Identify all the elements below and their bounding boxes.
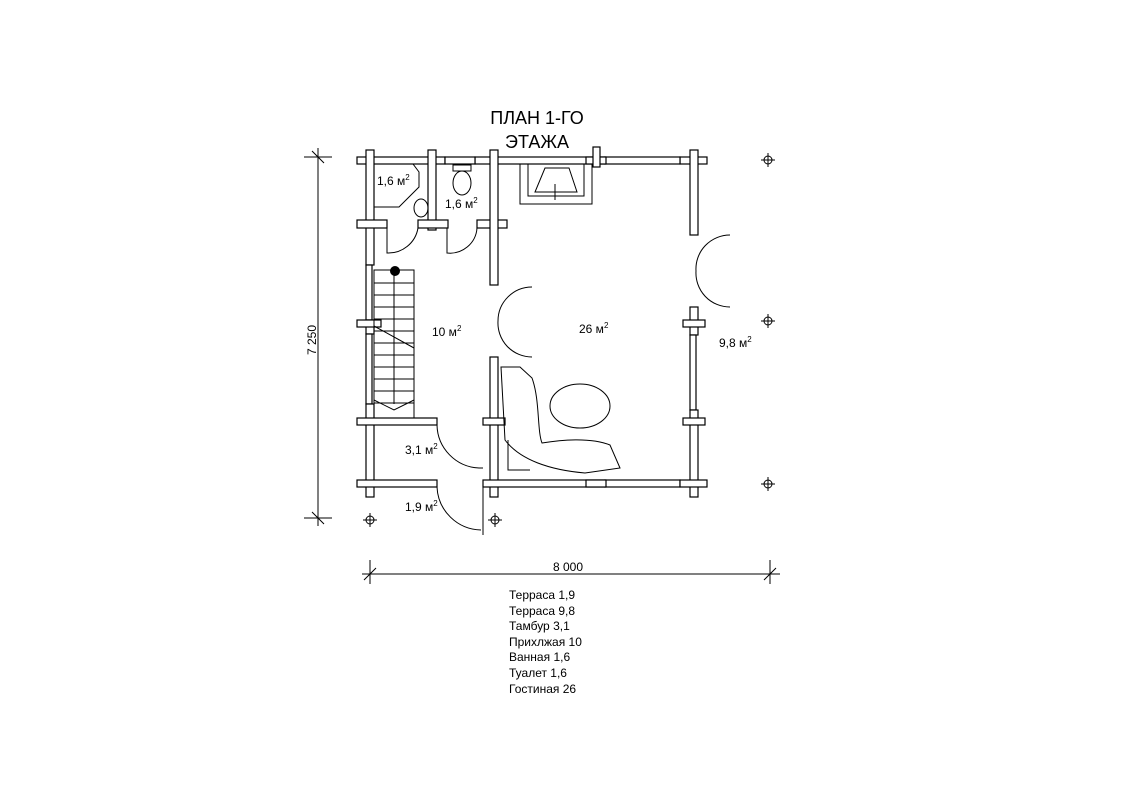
axis-markers bbox=[363, 153, 775, 527]
legend-item: Ванная 1,6 bbox=[509, 650, 571, 665]
fixtures bbox=[373, 163, 621, 474]
legend-item: Тамбур 3,1 bbox=[509, 619, 570, 634]
room-legend: Терраса 1,9 Терраса 9,8 Тамбур 3,1 Прихл… bbox=[509, 588, 582, 697]
room-area-bathroom: 1,6 м2 bbox=[377, 173, 410, 188]
fireplace bbox=[519, 163, 593, 205]
width-dimension-label: 8 000 bbox=[553, 560, 583, 574]
room-area-living-room: 26 м2 bbox=[579, 321, 609, 336]
window bbox=[365, 264, 373, 321]
dimension-height: 7 250 bbox=[304, 148, 332, 526]
toilet bbox=[452, 170, 472, 196]
legend-item: Терраса 1,9 bbox=[509, 588, 576, 602]
window bbox=[689, 334, 697, 411]
room-area-toilet: 1,6 м2 bbox=[445, 196, 478, 211]
room-area-hall: 10 м2 bbox=[432, 324, 462, 339]
plan-title-line1: ПЛАН 1-ГО bbox=[490, 108, 584, 128]
legend-item: Гостиная 26 bbox=[509, 681, 577, 696]
sofa bbox=[500, 366, 621, 474]
window bbox=[365, 333, 373, 405]
legend-item: Туалет 1,6 bbox=[509, 665, 567, 680]
window bbox=[604, 479, 681, 488]
legend-item: Терраса 9,8 bbox=[509, 603, 576, 618]
staircase bbox=[373, 266, 415, 419]
legend-item: Прихлжая 10 bbox=[509, 634, 582, 649]
sink bbox=[413, 198, 429, 218]
shower-tray bbox=[373, 163, 420, 208]
plan-title-line2: ЭТАЖА bbox=[505, 132, 569, 152]
dimension-width: 8 000 bbox=[362, 560, 780, 584]
window bbox=[444, 156, 476, 165]
room-area-vestibule: 3,1 м2 bbox=[405, 442, 438, 457]
window bbox=[604, 156, 681, 165]
stair-start-dot bbox=[390, 266, 400, 276]
room-area-terrace-entrance: 1,9 м2 bbox=[405, 499, 438, 514]
coffee-table bbox=[549, 383, 611, 429]
room-area-terrace-right: 9,8 м2 bbox=[719, 335, 752, 350]
doors bbox=[386, 227, 731, 535]
height-dimension-label: 7 250 bbox=[305, 325, 319, 355]
room-labels: 1,6 м2 1,6 м2 10 м2 26 м2 9,8 м2 3,1 м2 … bbox=[377, 173, 752, 514]
